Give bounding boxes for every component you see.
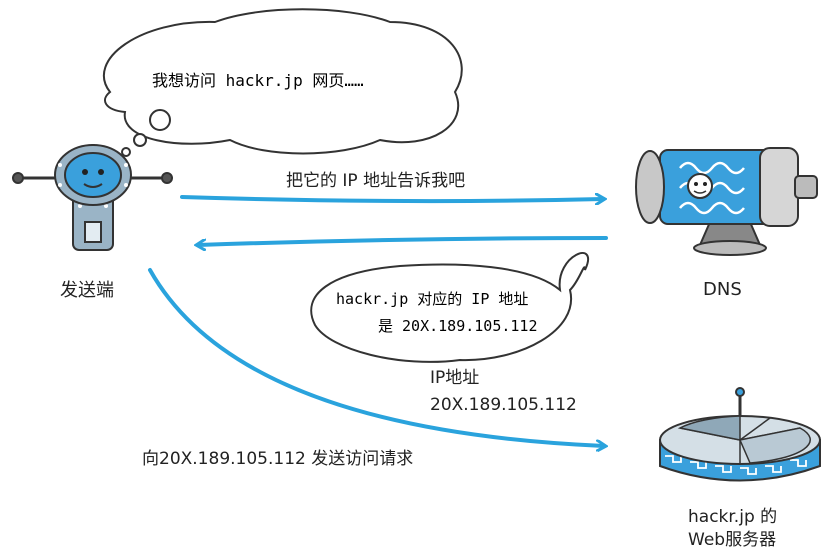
query-arrow <box>180 197 603 201</box>
query-label: 把它的 IP 地址告诉我吧 <box>286 171 465 191</box>
dns-server-icon <box>635 147 818 256</box>
ip-value-label: 20X.189.105.112 <box>430 395 577 415</box>
dns-reply-line2: 是 20X.189.105.112 <box>378 317 538 335</box>
dns-label: DNS <box>703 279 742 300</box>
request-arrow <box>148 268 604 446</box>
server-label-line2: Web服务器 <box>688 530 776 548</box>
web-server-icon <box>659 387 821 482</box>
ip-title-label: IP地址 <box>430 368 479 388</box>
dns-reply-line1: hackr.jp 对应的 IP 地址 <box>336 290 528 308</box>
arrows <box>148 197 608 446</box>
server-label-line1: hackr.jp 的 <box>688 507 777 527</box>
sender-label: 发送端 <box>60 280 114 301</box>
thought-text: 我想访问 hackr.jp 网页…… <box>152 71 364 90</box>
dns-reply-bubble <box>310 252 589 363</box>
thought-bubble <box>103 8 463 157</box>
request-label: 向20X.189.105.112 发送访问请求 <box>142 449 413 469</box>
sender-robot-icon <box>12 144 173 251</box>
response-arrow <box>198 236 608 245</box>
